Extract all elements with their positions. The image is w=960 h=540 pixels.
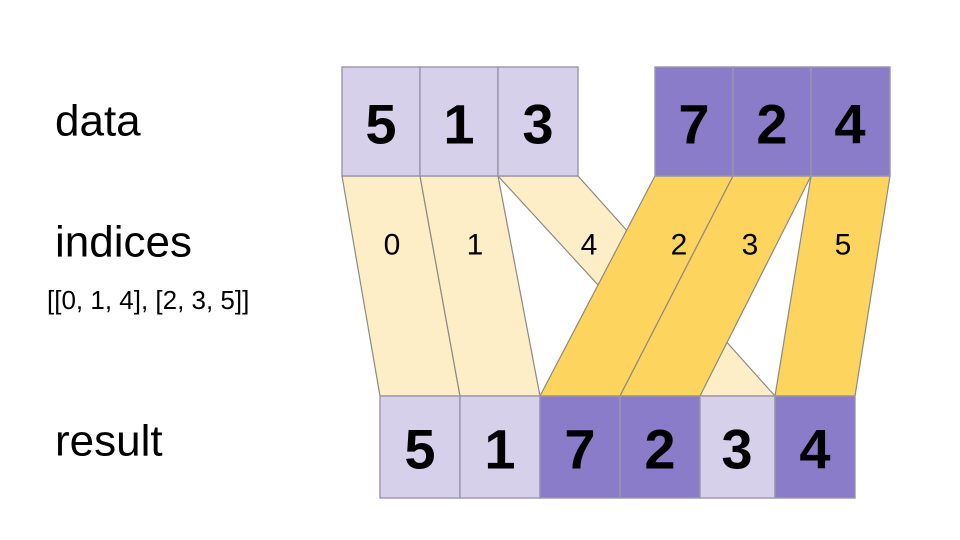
result-cell-value-5: 4 <box>799 418 830 481</box>
index-label-5: 5 <box>835 229 852 262</box>
result-cell-value-1: 1 <box>484 418 515 481</box>
result-cell-2[interactable] <box>539 395 621 499</box>
result-cell-value-4: 3 <box>721 418 752 481</box>
result-cell-0[interactable] <box>379 395 461 499</box>
result-cell-1[interactable] <box>459 395 541 499</box>
data-cell-value-5: 4 <box>834 93 865 156</box>
result-cell-value-0: 5 <box>404 418 435 481</box>
result-cell-value-2: 7 <box>564 418 595 481</box>
index-label-4: 4 <box>581 229 598 262</box>
result-row-label: result <box>55 417 163 466</box>
data-cell-value-0: 5 <box>365 93 396 156</box>
data-row: 5 1 3 7 2 4 <box>341 66 891 177</box>
index-label-3: 3 <box>742 229 759 262</box>
data-cell-3[interactable] <box>654 66 734 177</box>
result-row: 5 1 7 2 3 4 <box>379 395 856 499</box>
data-cell-0[interactable] <box>341 66 421 177</box>
row-labels: data indices [[0, 1, 4], [2, 3, 5]] resu… <box>47 97 249 466</box>
data-cell-4[interactable] <box>732 66 812 177</box>
data-cell-value-2: 3 <box>522 93 553 156</box>
data-cell-value-3: 7 <box>678 93 709 156</box>
index-label-1: 1 <box>467 229 484 262</box>
result-cell-value-3: 2 <box>644 418 675 481</box>
data-cell-5[interactable] <box>810 66 891 177</box>
indices-expression: [[0, 1, 4], [2, 3, 5]] <box>47 285 249 315</box>
ribbon-layer: 0 1 4 2 3 5 <box>341 175 891 397</box>
data-cell-value-4: 2 <box>756 93 787 156</box>
data-cell-1[interactable] <box>419 66 499 177</box>
result-cell-3[interactable] <box>619 395 701 499</box>
data-cell-2[interactable] <box>497 66 579 177</box>
data-row-label: data <box>55 97 141 146</box>
result-cell-5[interactable] <box>774 395 856 499</box>
index-label-2: 2 <box>671 229 688 262</box>
indices-row-label: indices <box>55 218 192 267</box>
index-label-0: 0 <box>384 229 401 262</box>
data-cell-value-1: 1 <box>443 93 474 156</box>
